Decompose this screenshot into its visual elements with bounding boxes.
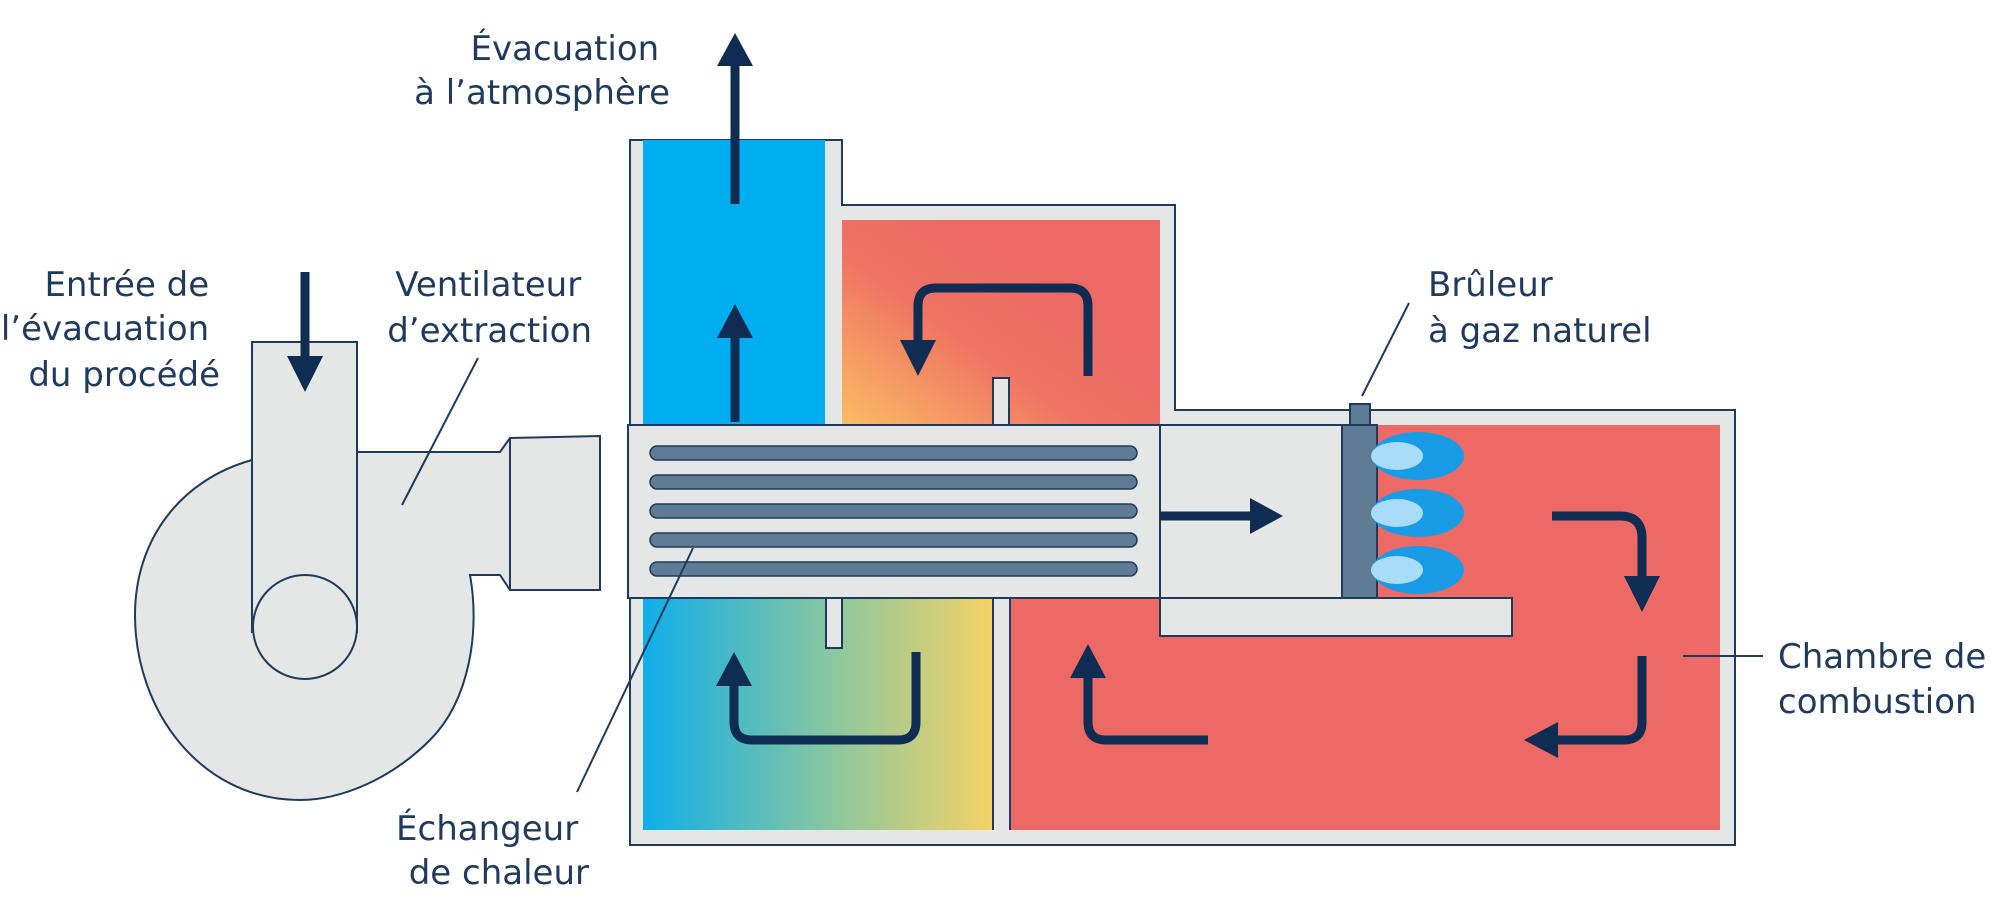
extraction-fan-label: Ventilateur d’extraction bbox=[387, 265, 592, 351]
extraction-fan bbox=[133, 341, 601, 802]
exchanger-tube bbox=[649, 561, 1138, 577]
exchanger-tube bbox=[649, 474, 1138, 490]
burner bbox=[1341, 403, 1464, 599]
heat-exchanger-label: Échangeur de chaleur bbox=[396, 808, 589, 893]
burner-nozzle bbox=[1349, 403, 1371, 427]
burner-label: Brûleur à gaz naturel bbox=[1428, 265, 1652, 351]
flow-arrow-icon bbox=[717, 304, 753, 422]
combustion-chamber-label: Chambre de combustion bbox=[1778, 637, 1997, 722]
flow-arrow-icon bbox=[287, 272, 323, 392]
exchanger-tube bbox=[649, 445, 1138, 461]
flow-arrow-icon bbox=[1070, 644, 1208, 745]
lower-inlet-zone bbox=[643, 598, 993, 830]
exchanger-tube bbox=[649, 532, 1138, 548]
fan-leader-line bbox=[401, 357, 479, 506]
exchanger-leader-line bbox=[576, 547, 694, 793]
flow-arrow-icon bbox=[716, 652, 921, 745]
lower-baffle bbox=[825, 597, 843, 649]
flow-arrow-icon bbox=[1160, 498, 1283, 534]
fan-housing-icon bbox=[133, 434, 601, 802]
heat-exchanger-tubes-icon bbox=[649, 445, 1138, 577]
upper-baffle bbox=[992, 377, 1010, 431]
flow-arrows bbox=[287, 33, 1660, 758]
process-inlet-label: Entrée de l’évacuation du procédé bbox=[1, 265, 220, 395]
burner-shelf bbox=[1159, 597, 1513, 637]
exchanger-tube bbox=[649, 503, 1138, 519]
flow-arrow-icon bbox=[1552, 511, 1660, 612]
fan-hub-icon bbox=[252, 574, 358, 680]
flow-arrow-icon bbox=[1524, 656, 1647, 758]
burner-flame-icon bbox=[1371, 432, 1464, 594]
exhaust-label: Évacuation à l’atmosphère bbox=[414, 28, 670, 113]
flow-arrow-icon bbox=[717, 33, 753, 204]
flow-arrow-icon bbox=[900, 283, 1093, 376]
burner-leader-line bbox=[1361, 302, 1410, 397]
